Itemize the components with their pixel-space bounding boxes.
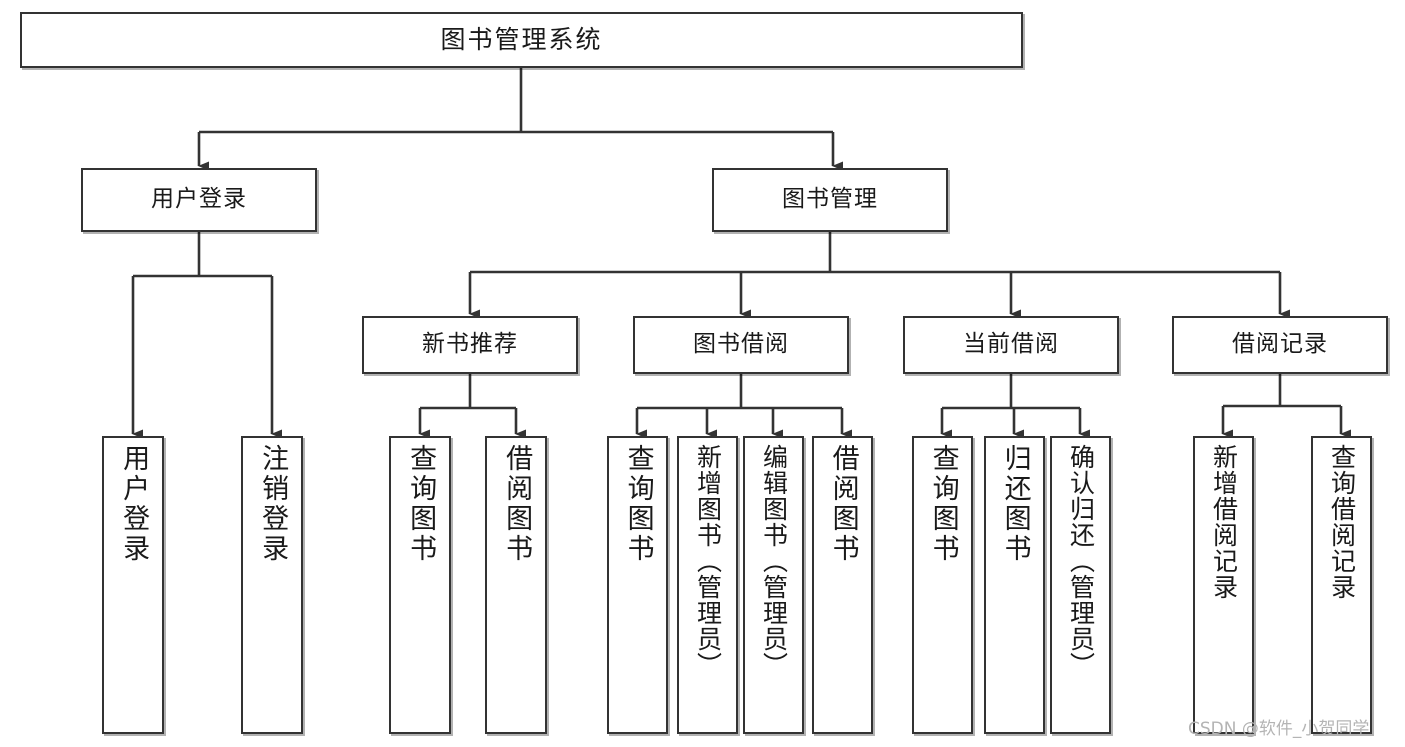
node-leaf-borrow-book-label: 借阅图书 [827,444,859,564]
node-borrow-record-label: 借阅记录 [1232,331,1328,358]
node-leaf-add-record-label: 新增借阅记录 [1209,444,1239,600]
node-book-manage-label: 图书管理 [782,186,878,213]
node-leaf-edit-book[interactable]: 编辑图书（管理员） [743,436,804,734]
node-leaf-confirm-return[interactable]: 确认归还（管理员） [1050,436,1111,734]
node-leaf-add-book[interactable]: 新增图书（管理员） [677,436,738,734]
node-leaf-borrow-book-rec-label: 借阅图书 [501,444,533,564]
node-leaf-query-book-cur-label: 查询图书 [927,444,959,564]
node-book-borrow-label: 图书借阅 [693,331,789,358]
node-leaf-query-book-cur[interactable]: 查询图书 [912,436,973,734]
node-leaf-query-book-rec[interactable]: 查询图书 [389,436,451,734]
node-user-login[interactable]: 用户登录 [81,168,317,232]
node-leaf-logout-login-label: 注销登录 [257,444,289,564]
node-leaf-user-login-label: 用户登录 [118,444,150,564]
node-book-borrow[interactable]: 图书借阅 [633,316,849,374]
node-leaf-add-record[interactable]: 新增借阅记录 [1193,436,1254,734]
node-leaf-query-book[interactable]: 查询图书 [607,436,668,734]
node-book-manage[interactable]: 图书管理 [712,168,948,232]
node-leaf-borrow-book-rec[interactable]: 借阅图书 [485,436,547,734]
node-leaf-query-record[interactable]: 查询借阅记录 [1311,436,1372,734]
node-leaf-add-book-label: 新增图书（管理员） [693,444,723,678]
node-leaf-return-book-label: 归还图书 [999,444,1031,564]
node-leaf-borrow-book[interactable]: 借阅图书 [812,436,873,734]
node-root[interactable]: 图书管理系统 [20,12,1023,68]
node-leaf-return-book[interactable]: 归还图书 [984,436,1045,734]
node-root-label: 图书管理系统 [440,25,603,55]
node-leaf-query-record-label: 查询借阅记录 [1327,444,1357,600]
node-leaf-confirm-return-label: 确认归还（管理员） [1066,444,1096,678]
node-current-borrow[interactable]: 当前借阅 [903,316,1119,374]
node-borrow-record[interactable]: 借阅记录 [1172,316,1388,374]
node-new-book-rec-label: 新书推荐 [422,331,518,358]
csdn-watermark: CSDN @软件_小贺同学 [1188,719,1370,739]
node-current-borrow-label: 当前借阅 [963,331,1059,358]
node-new-book-rec[interactable]: 新书推荐 [362,316,578,374]
node-leaf-query-book-label: 查询图书 [622,444,654,564]
node-leaf-edit-book-label: 编辑图书（管理员） [759,444,789,678]
node-leaf-user-login[interactable]: 用户登录 [102,436,164,734]
node-user-login-label: 用户登录 [151,186,247,213]
node-leaf-query-book-rec-label: 查询图书 [405,444,437,564]
node-leaf-logout-login[interactable]: 注销登录 [241,436,303,734]
